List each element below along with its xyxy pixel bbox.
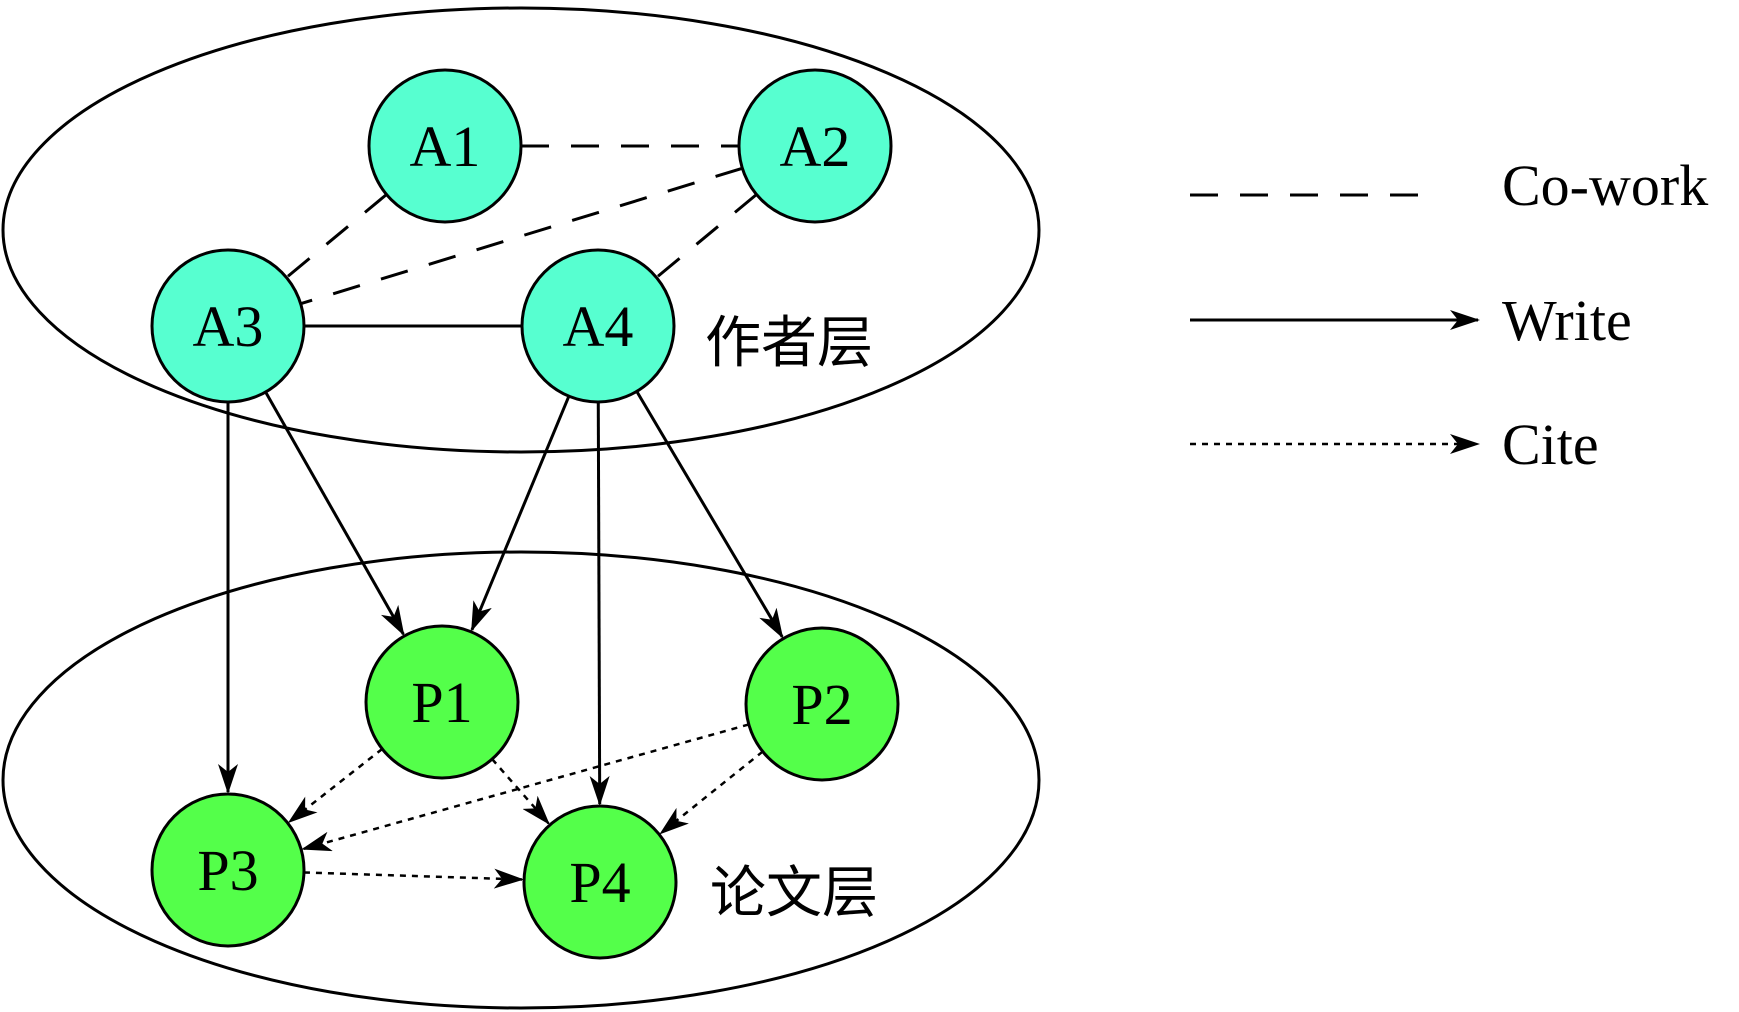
node-label-a3: A3: [193, 294, 264, 359]
node-p4: P4: [522, 804, 678, 960]
edge-cite-p3-p4: [303, 868, 525, 889]
node-a3: A3: [150, 248, 306, 404]
edge-cite-p2-p4: [659, 750, 764, 835]
edge-co-work-a2-a4: [655, 193, 758, 279]
node-label-a2: A2: [780, 114, 851, 179]
node-circle-p3: [150, 792, 306, 948]
edge-co-work-a1-a3: [285, 193, 388, 279]
node-label-p2: P2: [791, 672, 852, 737]
edge-write-a4-p4: [589, 401, 610, 807]
node-circle-p1: [364, 624, 520, 780]
node-circle-a4: [520, 248, 676, 404]
node-a4: A4: [520, 248, 676, 404]
edge-co-work-a2-a3: [300, 166, 743, 306]
legend: Co-work Write Cite: [1190, 153, 1708, 477]
edge-write-a4-p1: [470, 395, 571, 632]
edge-cite-p1-p4: [491, 758, 550, 825]
edge-write-a3-p1: [264, 391, 405, 636]
node-p1: P1: [364, 624, 520, 780]
node-circle-a2: [737, 68, 893, 224]
node-label-p1: P1: [411, 670, 472, 735]
node-label-p4: P4: [569, 850, 630, 915]
node-p3: P3: [150, 792, 306, 948]
legend-co-work-label: Co-work: [1502, 153, 1708, 218]
edge-cite-p1-p3: [287, 747, 383, 824]
paper-layer-label: 论文层: [710, 863, 878, 925]
node-a2: A2: [737, 68, 893, 224]
node-circle-a1: [367, 68, 523, 224]
legend-cite-label: Cite: [1502, 412, 1599, 477]
node-label-a4: A4: [563, 294, 634, 359]
node-circle-p4: [522, 804, 678, 960]
paper-layer-ellipse: [1, 550, 1041, 1010]
author-layer-ellipse: [1, 6, 1041, 454]
edge-cite-p2-p3: [301, 723, 750, 852]
legend-write-label: Write: [1502, 288, 1632, 353]
node-circle-p2: [744, 626, 900, 782]
node-label-a1: A1: [410, 114, 481, 179]
edges-group: [218, 144, 784, 889]
node-circle-a3: [150, 248, 306, 404]
node-a1: A1: [367, 68, 523, 224]
node-label-p3: P3: [197, 838, 258, 903]
edge-write-a4-p2: [635, 390, 784, 639]
node-p2: P2: [744, 626, 900, 782]
author-layer-label: 作者层: [705, 313, 873, 375]
